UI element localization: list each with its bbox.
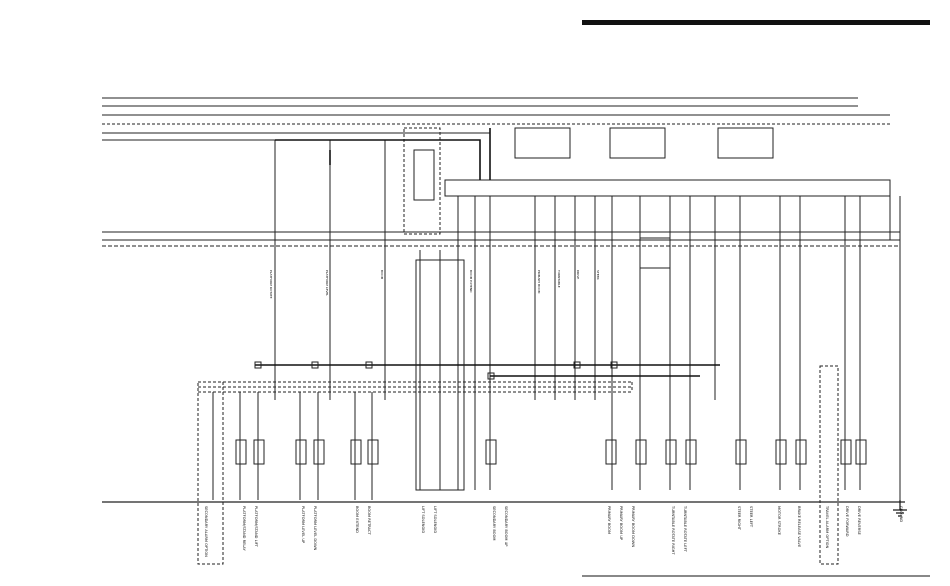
- module-label: PLATFORM ROTATE: [269, 270, 273, 299]
- footer-label: DRIVE REVERSE: [857, 506, 861, 535]
- footer-labels: SECONDARY ALARM OPTION PLATFORM/STAND REL…: [204, 505, 903, 557]
- module-label: TURNTABLE: [557, 269, 561, 288]
- solenoid-symbols: [235, 439, 867, 465]
- footer-label: DRIVE FORWARD: [845, 506, 849, 537]
- footer-label: PLATFORM/STAND RELAY: [242, 506, 246, 552]
- footer-label: TURNTABLE ROTATE RIGHT: [671, 505, 675, 555]
- footer-label: STEER RIGHT: [737, 506, 741, 531]
- module-label: BOOM EXTEND: [469, 270, 473, 293]
- relay-boxes: [413, 149, 671, 491]
- footer-label: LIFT SOLENOID: [421, 506, 425, 533]
- footer-label: MOTOR STROKE: [777, 506, 781, 536]
- footer-label: SECONDARY ALARM OPTION: [204, 506, 208, 557]
- module-block: [444, 179, 891, 197]
- module-label: PLATFORM LEVEL: [325, 270, 329, 296]
- bus-lines: [102, 97, 905, 503]
- ground-icon: [893, 500, 907, 517]
- footer-label: SECONDARY BOOM: [492, 506, 496, 541]
- footer-label: GROUND: [899, 506, 903, 522]
- footer-label: STEER LEFT: [749, 506, 753, 528]
- footer-label: BOOM RETRACT: [367, 506, 371, 536]
- footer-label: LIFT SOLENOID: [433, 506, 437, 533]
- footer-label: PRIMARY BOOM UP: [619, 506, 623, 541]
- footer-label: PRIMARY BOOM: [607, 506, 611, 534]
- footer-label: TRAVEL ALARM OPTION: [825, 505, 829, 548]
- footer-label: TURNTABLE ROTATE LEFT: [683, 505, 687, 553]
- secondary-alarm-box: [197, 381, 224, 565]
- module-label: STEER: [596, 270, 600, 280]
- footer-label: SECONDARY BOOM UP: [504, 506, 508, 547]
- vertical-wires: [212, 140, 901, 500]
- footer-label: PLATFORM/STAND LIFT: [254, 506, 258, 548]
- footer-label: PLATFORM LEVEL UP: [301, 506, 305, 544]
- module-label: PRIMARY BOOM: [537, 270, 541, 294]
- footer-label: BRAKE RELEASE VALVE: [797, 506, 801, 548]
- footer-label: PLATFORM LEVEL DOWN: [313, 506, 317, 551]
- travel-alarm-box: [819, 365, 839, 565]
- relay-enclosure: [403, 127, 441, 235]
- module-label: BOOM: [380, 270, 384, 280]
- module-label: DRIVE: [576, 270, 580, 279]
- connector-housings: [514, 127, 774, 159]
- footer-label: BOOM EXTEND: [355, 506, 359, 533]
- footer-label: PRIMARY BOOM DOWN: [631, 506, 635, 547]
- header-bar: [582, 20, 930, 25]
